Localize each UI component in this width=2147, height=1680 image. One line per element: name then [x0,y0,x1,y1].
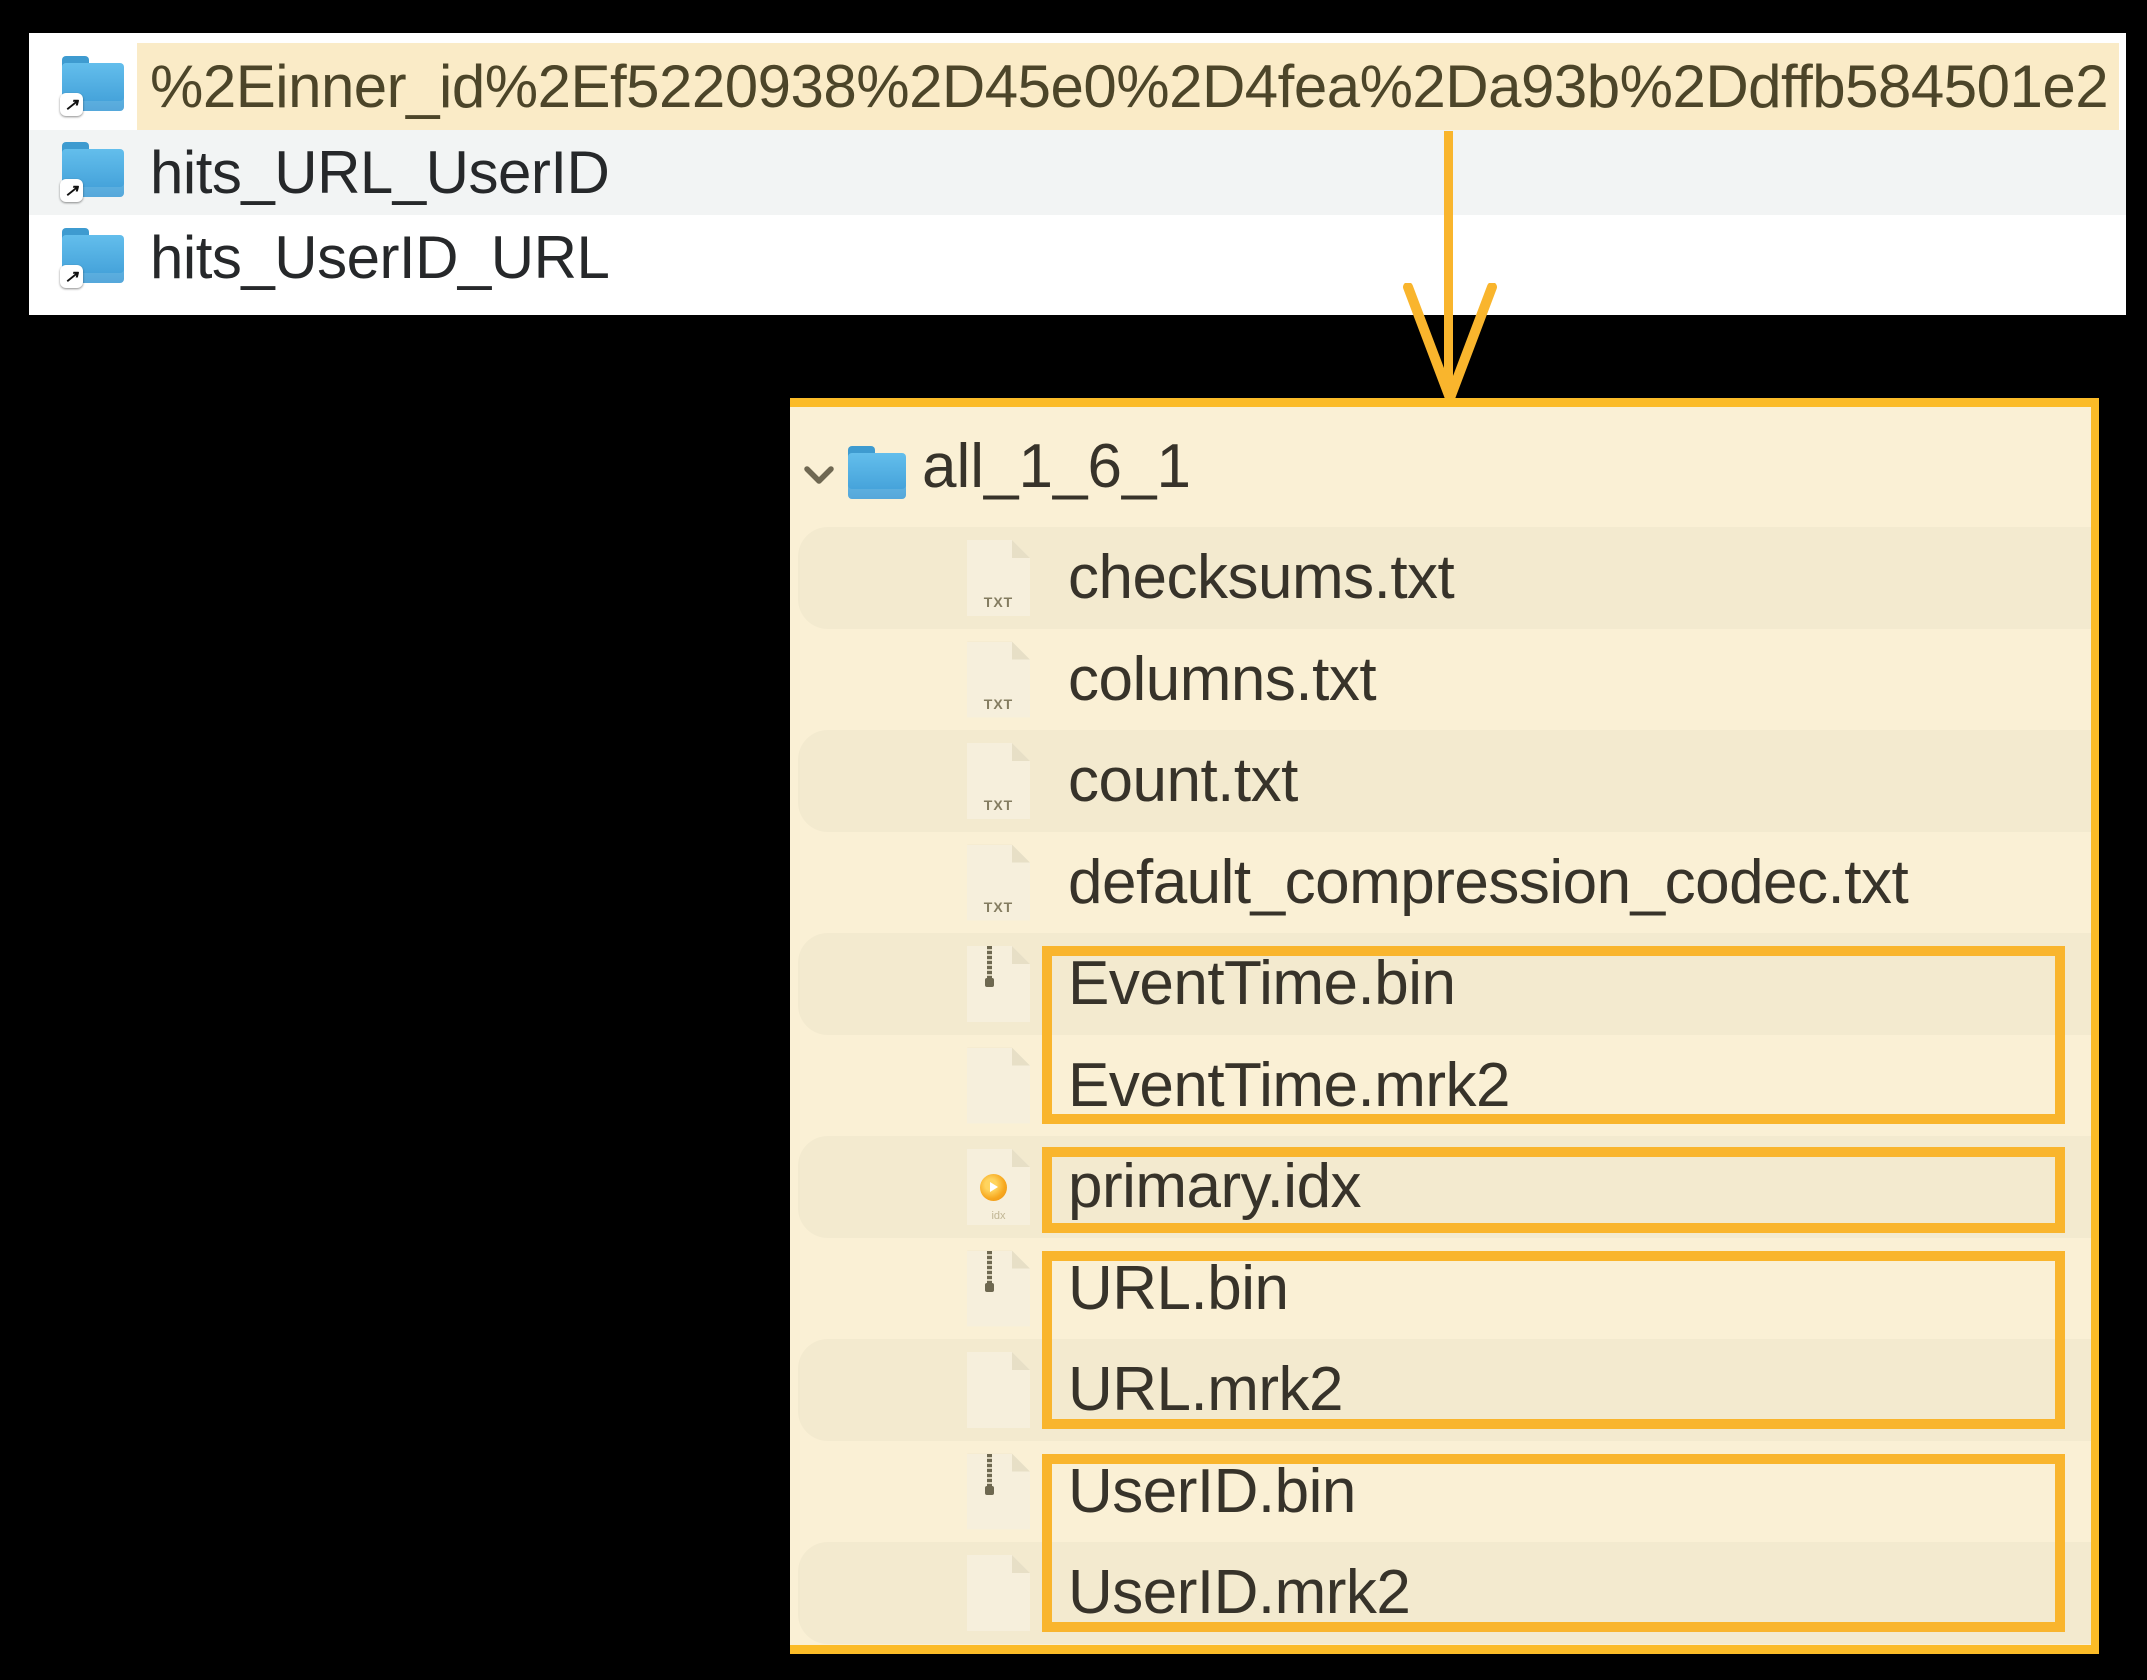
list-item-label: hits_URL_UserID [150,139,610,206]
file-label: EventTime.mrk2 [1068,1050,1511,1120]
tree-row-count[interactable]: TXT count.txt [790,730,2091,832]
selection-highlight [137,43,2119,130]
file-label: UserID.mrk2 [1068,1558,1411,1627]
txt-file-icon: TXT [967,743,1030,819]
annotation-box-primary-idx [1042,1147,2065,1233]
bin-file-icon [967,1250,1030,1327]
list-item-hits-url-userid[interactable]: hits_URL_UserID [29,130,2126,215]
file-label: columns.txt [1068,644,1377,714]
file-label: count.txt [1068,746,1298,815]
file-label: EventTime.bin [1068,949,1456,1018]
alias-arrow-badge-icon: ↗ [60,93,83,116]
annotation-box-userid [1042,1453,2065,1632]
file-label: URL.mrk2 [1068,1355,1344,1424]
list-item-label: hits_UserID_URL [150,224,610,291]
root-folder-label: all_1_6_1 [922,432,1191,501]
file-label: UserID.bin [1068,1456,1356,1526]
file-label: default_compression_codec.txt [1068,847,1909,917]
tree-row-url-bin[interactable]: URL.bin [790,1238,2091,1340]
tree-row-userid-bin[interactable]: UserID.bin [790,1441,2091,1543]
finder-list-panel: %2Einner_id%2Ef5220938%2D45e0%2D4fea%2Da… [29,33,2126,315]
txt-file-icon: TXT [967,844,1030,921]
idx-file-icon: idx [967,1149,1030,1225]
part-folder-tree-panel: all_1_6_1 TXT checksums.txt TXT columns.… [790,398,2099,1654]
alias-folder-icon: ↗ [60,141,124,202]
mrk2-file-icon [967,1047,1030,1124]
file-label: primary.idx [1068,1152,1362,1221]
alias-folder-icon: ↗ [60,55,124,116]
txt-file-icon: TXT [967,540,1030,616]
alias-folder-icon: ↗ [60,227,124,288]
txt-file-icon: TXT [967,641,1030,718]
annotation-box-eventtime [1042,946,2065,1124]
list-item-hits-userid-url[interactable]: hits_UserID_URL [29,215,2126,300]
list-item-inner-id[interactable]: %2Einner_id%2Ef5220938%2D45e0%2D4fea%2Da… [29,43,2126,130]
annotation-arrow-head-icon [1403,283,1497,403]
file-label: URL.bin [1068,1253,1289,1323]
mrk2-file-icon [967,1352,1030,1428]
bin-file-icon [967,1453,1030,1530]
mrk2-file-icon [967,1555,1030,1631]
annotation-arrow-line [1444,131,1453,391]
tree-row-checksums[interactable]: TXT checksums.txt [790,527,2091,629]
list-item-label: %2Einner_id%2Ef5220938%2D45e0%2D4fea%2Da… [150,53,2109,120]
tree-row-columns[interactable]: TXT columns.txt [790,629,2091,731]
tree-row-eventtime-mrk2[interactable]: EventTime.mrk2 [790,1035,2091,1137]
file-label: checksums.txt [1068,543,1455,612]
chevron-down-icon[interactable] [802,463,836,489]
folder-icon [848,445,906,501]
tree-row-default-compression-codec[interactable]: TXT default_compression_codec.txt [790,832,2091,934]
alias-arrow-badge-icon: ↗ [60,179,83,202]
alias-arrow-badge-icon: ↗ [60,265,83,288]
annotation-box-url [1042,1250,2065,1429]
tree-row-root-folder[interactable]: all_1_6_1 [790,407,2091,527]
bin-file-icon [967,946,1030,1022]
